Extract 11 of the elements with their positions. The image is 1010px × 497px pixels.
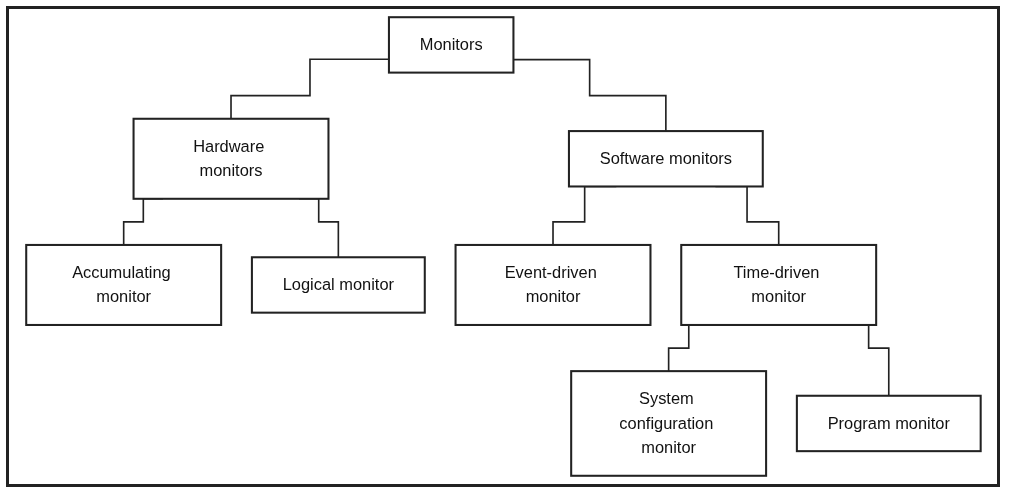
- node-box: [454, 243, 652, 326]
- node-box: [567, 130, 764, 188]
- node-box: [795, 394, 982, 453]
- diagram-frame: Monitors Hardware monitors Software monitors Accumulating monitor Logical monitor Event-driven monitor Time-driven monitor System configuration monitor Program monitor: [6, 6, 1000, 487]
- node-box: [132, 117, 330, 200]
- node-box: [250, 256, 426, 314]
- node-box: [679, 243, 877, 326]
- node-box: [24, 243, 222, 326]
- node-box: [387, 16, 514, 74]
- node-box: [569, 370, 767, 477]
- connector: [512, 58, 667, 132]
